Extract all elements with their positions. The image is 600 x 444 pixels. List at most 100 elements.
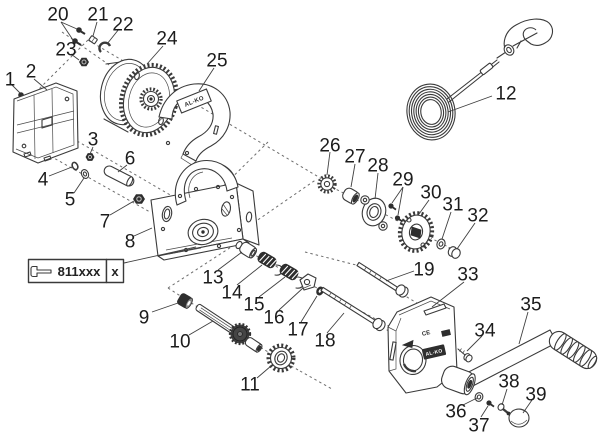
housing-ce-text: CE — [421, 330, 430, 338]
part-25-drum-guard: AL-KO — [158, 83, 231, 166]
callout-leader-6 — [117, 164, 128, 173]
callout-31: 31 — [442, 195, 463, 216]
callout-33: 33 — [457, 265, 478, 286]
housing-badge-text: AL-KO — [425, 348, 443, 358]
callout-leader-16 — [278, 287, 304, 311]
part-20-screws — [72, 27, 86, 46]
callout-12: 12 — [495, 84, 516, 105]
part-28-bearing-flange — [360, 195, 388, 231]
part-12-cable-with-hook — [406, 18, 554, 141]
callout-leader-11 — [256, 365, 272, 379]
part-31-washer — [436, 238, 446, 250]
callout-leader-17 — [300, 295, 318, 323]
callout-leader-22 — [106, 28, 120, 45]
callout-10: 10 — [169, 332, 190, 353]
callout-37: 37 — [468, 416, 489, 437]
callout-26: 26 — [319, 136, 340, 157]
callout-19: 19 — [413, 260, 434, 281]
callout-leader-26 — [326, 151, 331, 176]
callout-leader-20 — [60, 21, 78, 30]
part-10-drive-shaft-pinion — [195, 303, 263, 353]
housing-badge: AL-KO — [421, 344, 447, 360]
callout-leader-14 — [236, 264, 263, 286]
callout-leader-7 — [109, 200, 135, 216]
part-13-bushing — [235, 240, 258, 259]
callout-30: 30 — [420, 183, 441, 204]
part-15-spring — [279, 263, 305, 289]
housing-ce-mark: CE — [421, 330, 430, 338]
part-7-nut — [133, 194, 145, 204]
part-4-ring — [71, 161, 79, 171]
callout-leader-4 — [48, 166, 73, 177]
callout-leader-39 — [522, 399, 533, 414]
callout-leader-33 — [431, 281, 465, 308]
callout-leader-37 — [480, 405, 489, 418]
part-11-sprocket-gear — [266, 343, 296, 373]
guard-sticker: AL-KO — [176, 88, 212, 114]
callout-leader-9 — [151, 302, 179, 313]
callout-leader-27 — [350, 163, 356, 188]
callout-leader-2 — [33, 78, 48, 91]
callout-leader-24 — [146, 45, 164, 65]
part-16-pawl — [299, 273, 317, 291]
callout-leader-13 — [217, 251, 243, 271]
part-30-gear — [397, 211, 435, 253]
callout-leader-31 — [441, 211, 452, 240]
callout-32: 32 — [467, 206, 488, 227]
callout-27: 27 — [344, 147, 365, 168]
part-26-pinion-gear — [317, 174, 337, 194]
part-36-washer — [474, 392, 484, 402]
part-9-bushing — [177, 293, 193, 309]
callout-13: 13 — [202, 268, 223, 289]
part-number-box: 811xxx x — [27, 246, 197, 284]
part-27-bushing — [342, 187, 360, 205]
part-34-screw — [457, 348, 473, 363]
callout-leader-30 — [418, 199, 430, 215]
part-37-screw — [486, 400, 495, 408]
callout-leader-35 — [518, 311, 529, 345]
callout-7: 7 — [100, 212, 111, 233]
callout-4: 4 — [38, 170, 49, 191]
callout-leader-1 — [11, 84, 21, 94]
part-number-box-leader — [123, 246, 197, 264]
callout-leader-18 — [326, 312, 345, 334]
callout-38: 38 — [498, 372, 519, 393]
callout-leader-29 — [397, 186, 404, 216]
part-32-bolt — [447, 246, 461, 259]
callout-leader-15 — [258, 276, 286, 298]
callout-18: 18 — [314, 331, 335, 352]
callout-11: 11 — [240, 375, 260, 396]
callout-leader-23 — [70, 53, 80, 61]
part-19-bolt — [356, 261, 409, 298]
callout-leader-34 — [466, 335, 483, 352]
callout-20: 20 — [47, 5, 68, 26]
part-18-bolt — [320, 286, 386, 332]
callout-16: 16 — [263, 308, 284, 329]
callout-2: 2 — [26, 62, 37, 83]
part-number-variant: x — [111, 264, 119, 279]
callout-leader-38 — [501, 388, 508, 406]
callout-leader-28 — [374, 172, 379, 200]
callout-6: 6 — [125, 149, 136, 170]
part-number-code: 811xxx — [58, 264, 101, 279]
part-23-nut — [79, 57, 89, 67]
callout-leader-10 — [188, 320, 214, 336]
callout-23: 23 — [55, 40, 76, 61]
callout-39: 39 — [525, 385, 546, 406]
part-38-screw — [497, 403, 511, 416]
part-6-spacer-sleeve — [103, 165, 135, 187]
callout-22: 22 — [112, 15, 133, 36]
variant-box-frame — [105, 258, 125, 284]
callout-leader-36 — [462, 397, 478, 406]
callout-34: 34 — [474, 321, 496, 342]
callout-25: 25 — [206, 51, 227, 72]
callout-leader-29 — [391, 186, 404, 204]
callout-leader-3 — [89, 146, 94, 155]
callout-leader-21 — [92, 21, 98, 37]
callout-leader-12 — [447, 95, 493, 113]
callout-5: 5 — [65, 190, 76, 211]
part-29-screws — [388, 203, 404, 223]
